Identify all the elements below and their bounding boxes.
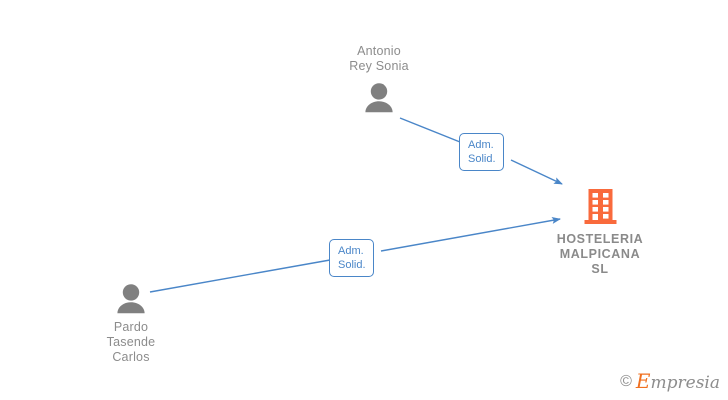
person-icon [114,283,148,314]
edge-label-adm-solid-pardo[interactable]: Adm. Solid. [329,239,374,277]
company-building-icon [582,188,619,226]
node-label-person-antonio: Antonio Rey Sonia [349,44,409,73]
node-label-person-pardo: Pardo Tasende Carlos [106,320,156,364]
edge-label-adm-solid-antonio[interactable]: Adm. Solid. [459,133,504,171]
watermark-brand-initial: E [635,369,651,393]
node-company-hosteleria-malpicana-sl[interactable]: HOSTELERIA MALPICANA SL [540,188,660,277]
node-person-antonio-rey-sonia[interactable]: Antonio Rey Sonia [319,44,439,113]
node-label-company: HOSTELERIA MALPICANA SL [556,232,644,276]
person-icon [362,82,396,113]
watermark-brand: Empresia [635,369,721,393]
copyright-icon: © [620,373,632,390]
watermark-empresia: © Empresia [620,369,721,393]
node-person-pardo-tasende-carlos[interactable]: Pardo Tasende Carlos [71,283,191,365]
watermark-brand-rest: mpresia [650,373,721,393]
